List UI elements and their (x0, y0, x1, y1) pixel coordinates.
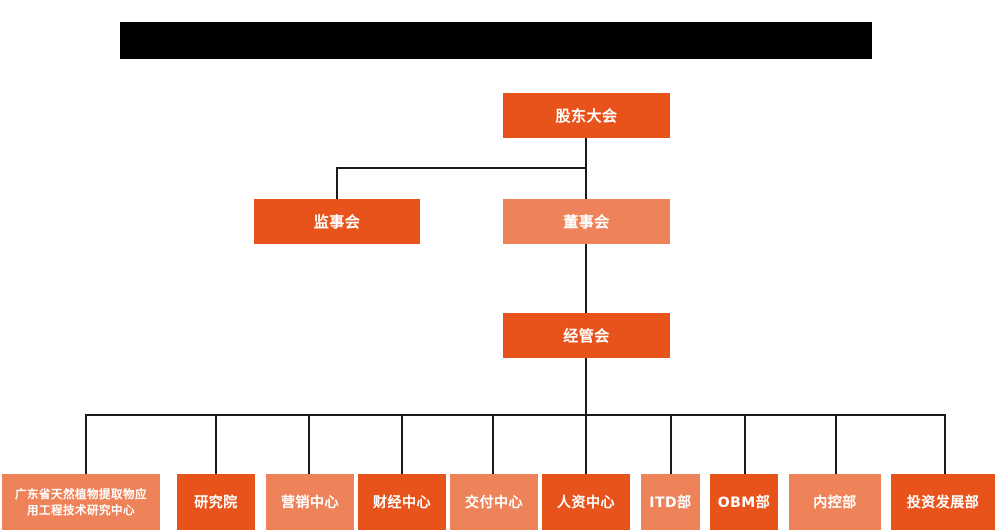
connector-shareholders-to-supervisors (336, 167, 587, 169)
node-research-institute[interactable]: 研究院 (177, 474, 255, 530)
node-board-of-supervisors-label: 监事会 (313, 213, 361, 231)
node-management-committee[interactable]: 经管会 (503, 313, 670, 358)
connector-drop-finance-center (401, 414, 403, 474)
node-research-center-label-line2: 用工程技术研究中心 (27, 503, 135, 517)
connector-drop-hr-center (585, 414, 587, 474)
node-shareholders-meeting-label: 股东大会 (555, 107, 618, 125)
node-investment-development-department[interactable]: 投资发展部 (891, 474, 995, 530)
connector-drop-delivery-center (492, 414, 494, 474)
connector-management-to-bus (585, 357, 587, 415)
node-marketing-center-label: 营销中心 (281, 495, 339, 511)
node-hr-center[interactable]: 人资中心 (542, 474, 630, 530)
node-obm-department-label: OBM部 (717, 495, 771, 511)
connector-distribution-bus (85, 414, 945, 416)
node-itd-department-label: ITD部 (649, 495, 692, 511)
node-marketing-center[interactable]: 营销中心 (266, 474, 354, 530)
connector-drop-investment-development-department (944, 414, 946, 474)
node-delivery-center[interactable]: 交付中心 (450, 474, 538, 530)
node-board-of-directors[interactable]: 董事会 (503, 199, 670, 244)
node-delivery-center-label: 交付中心 (465, 495, 523, 511)
node-internal-control-department[interactable]: 内控部 (789, 474, 881, 530)
connector-drop-internal-control-department (835, 414, 837, 474)
connector-drop-obm-department (744, 414, 746, 474)
node-research-institute-label: 研究院 (194, 495, 238, 511)
node-investment-development-department-label: 投资发展部 (906, 495, 980, 511)
connector-shareholders-down (585, 138, 587, 168)
node-board-of-supervisors[interactable]: 监事会 (254, 199, 420, 244)
node-internal-control-department-label: 内控部 (813, 495, 857, 511)
node-board-of-directors-label: 董事会 (563, 213, 610, 231)
redacted-title-bar (120, 22, 872, 59)
node-management-committee-label: 经管会 (563, 327, 610, 345)
node-research-center[interactable]: 广东省天然植物提取物应 用工程技术研究中心 (2, 474, 160, 530)
connector-supervisors-down (336, 167, 338, 199)
connector-directors-down (585, 167, 587, 199)
node-itd-department[interactable]: ITD部 (641, 474, 700, 530)
connector-drop-itd-department (670, 414, 672, 474)
node-finance-center[interactable]: 财经中心 (358, 474, 446, 530)
connector-drop-marketing-center (308, 414, 310, 474)
node-research-center-label-line1: 广东省天然植物提取物应 (15, 487, 147, 501)
node-hr-center-label: 人资中心 (557, 495, 615, 511)
node-finance-center-label: 财经中心 (373, 495, 431, 511)
node-obm-department[interactable]: OBM部 (710, 474, 778, 530)
node-shareholders-meeting[interactable]: 股东大会 (503, 93, 670, 138)
connector-directors-to-management (585, 243, 587, 313)
connector-drop-research-center (85, 414, 87, 474)
connector-drop-research-institute (215, 414, 217, 474)
